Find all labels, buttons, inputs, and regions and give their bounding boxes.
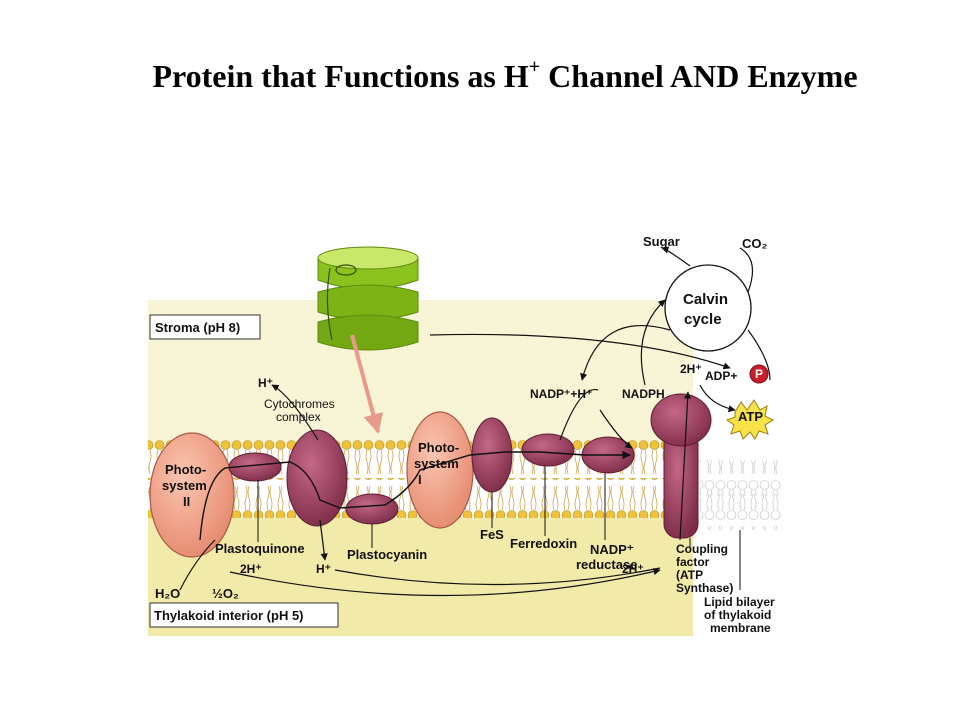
nadph-to-calvin-arrow [640, 299, 666, 386]
h-plus-out-arrow [271, 384, 319, 441]
nadp-reductase-label-line1: NADP⁺ [590, 542, 634, 557]
title-main: Protein that Functions as H [152, 58, 529, 94]
ps1-label-line2: system [414, 456, 459, 471]
slide-title: Protein that Functions as H+ Channel AND… [0, 56, 960, 95]
coupling-factor-line3: (ATP [676, 568, 703, 582]
atp-to-calvin-arrow [747, 329, 771, 381]
cytochromes-label-line2: complex [276, 410, 321, 424]
labels: H⁺ Cytochromes complex Plastoquinone Pla… [155, 234, 775, 635]
sugar-label: Sugar [643, 234, 680, 249]
atp-burst: ATP [725, 399, 775, 440]
leader-lines [257, 466, 741, 590]
calvin-to-nadp-arrow [580, 325, 671, 381]
sugar-out-arrow [661, 246, 691, 267]
ps2-label-line3: II [183, 494, 190, 509]
cytochrome-complex [286, 429, 348, 527]
ferredoxin-label: Ferredoxin [510, 536, 577, 551]
stroma-label: Stroma (pH 8) [155, 320, 240, 335]
water-label: H₂O [155, 586, 180, 601]
ps1-label-line1: Photo- [418, 440, 459, 455]
ps2-label-line1: Photo- [165, 462, 206, 477]
nadp-reductase-label-line2: reductase [576, 557, 637, 572]
ps1-label-line3: I [418, 472, 422, 487]
atp-label: ATP [738, 409, 763, 424]
cytochromes-label-line1: Cytochromes [264, 397, 335, 411]
calvin-cycle: Calvin cycle [661, 246, 771, 381]
phosphate-icon [749, 364, 769, 384]
lipid-bilayer-label-line1: Lipid bilayer [704, 595, 775, 609]
reductase-arrow [599, 409, 633, 449]
coupling-factor-line2: factor [676, 555, 710, 569]
stroma-flow-arrow [429, 333, 731, 370]
coupling-factor-line4: Synthase) [676, 581, 733, 595]
adp-to-atp-arrow [699, 384, 736, 413]
nadp-plus-h-label: NADP⁺+H⁺ [530, 387, 592, 401]
two-h-plus-synthase-label: 2H⁺ [622, 562, 644, 576]
lipid-bilayer-label-line3: membrane [710, 621, 771, 635]
title-superscript: + [528, 56, 541, 79]
fes-label: FeS [480, 527, 504, 542]
stroma-label-box: Stroma (pH 8) [149, 314, 261, 340]
atp-synthase [650, 393, 712, 539]
lipid-bilayer-label-line2: of thylakoid [704, 608, 771, 622]
h-plus-interior-label: H⁺ [316, 562, 331, 576]
atp-synthase-h-flow-arrow [679, 391, 692, 541]
coupling-factor-line1: Coupling [676, 542, 728, 556]
adp-label: ADP+ [705, 369, 737, 383]
two-h-plus-interior-label: 2H⁺ [240, 562, 262, 576]
phosphate-label: P [755, 367, 763, 381]
co2-in-arrow [739, 247, 754, 293]
electron-flow-arrow [199, 450, 631, 541]
water-split-arrow [179, 539, 216, 591]
nadph-label: NADPH [622, 387, 665, 401]
ps2-label-line2: system [162, 478, 207, 493]
thylakoid-interior-label: Thylakoid interior (pH 5) [154, 608, 304, 623]
photosystem-i: Photo- system I [406, 411, 474, 529]
title-rest: Channel AND Enzyme [540, 58, 858, 94]
h-plus-in-arrow [319, 519, 328, 561]
thylakoid-interior-label-box: Thylakoid interior (pH 5) [149, 602, 339, 628]
calvin-label-line2: cycle [684, 311, 722, 328]
interior-h-arrow [334, 567, 661, 586]
interior-2h-arrow [229, 567, 661, 597]
plastocyanin-label: Plastocyanin [347, 547, 427, 562]
plastocyanin-protein [345, 493, 399, 525]
calvin-label-line1: Calvin [683, 291, 728, 308]
ferredoxin-protein [521, 433, 575, 467]
grana-stack-icon [317, 246, 419, 434]
two-h-plus-stroma-label: 2H⁺ [680, 362, 702, 376]
h-plus-stroma-label: H⁺ [258, 376, 273, 390]
plastoquinone-label: Plastoquinone [215, 541, 305, 556]
co2-label: CO₂ [742, 236, 768, 251]
photosystem-ii: Photo- system II [149, 432, 235, 558]
oxygen-label: ½O₂ [212, 586, 239, 601]
nadp-to-nadph-arrow [559, 389, 599, 441]
